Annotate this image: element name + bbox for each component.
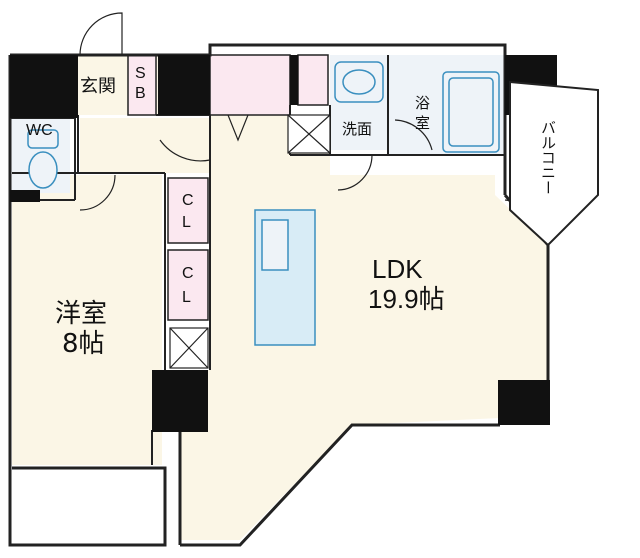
closet-1 [167,177,209,244]
kitchen-counter [254,209,316,346]
bathtub [442,71,500,153]
toilet-fixture [27,129,59,189]
balcony-floor [12,468,162,546]
bath-label-2: 室 [415,114,430,132]
ldk-size: 19.9帖 [368,284,445,314]
shoe-box [127,54,157,116]
pink-cabinet-2 [297,54,329,106]
closet-2-top: C [182,265,194,282]
entrance-label: 玄関 [80,76,116,97]
wash-basin [334,61,384,103]
shoe-box-bottom: B [135,85,146,102]
pipe-space-1 [287,114,331,154]
washroom-label: 洗面 [342,120,372,138]
pink-cabinet [209,54,291,116]
western-room-floor [12,175,162,465]
ldk-label: LDK [372,254,423,284]
shoe-box-top: S [135,65,146,82]
toilet-label: WC [26,122,53,139]
balcony-label: バルコニー [539,120,557,195]
closet-1-bottom: L [182,214,191,231]
hall-floor [80,118,210,173]
western-size: 8帖 [62,329,105,359]
balcony-right [509,80,599,247]
ldk-floor [152,115,548,540]
pipe-space-2 [169,327,209,369]
closet-2 [167,249,209,321]
western-label: 洋室 [55,299,107,329]
pillars [10,55,557,432]
bath-label-1: 浴 [415,94,430,112]
closet-2-bottom: L [182,289,191,306]
closet-1-top: C [182,192,194,209]
